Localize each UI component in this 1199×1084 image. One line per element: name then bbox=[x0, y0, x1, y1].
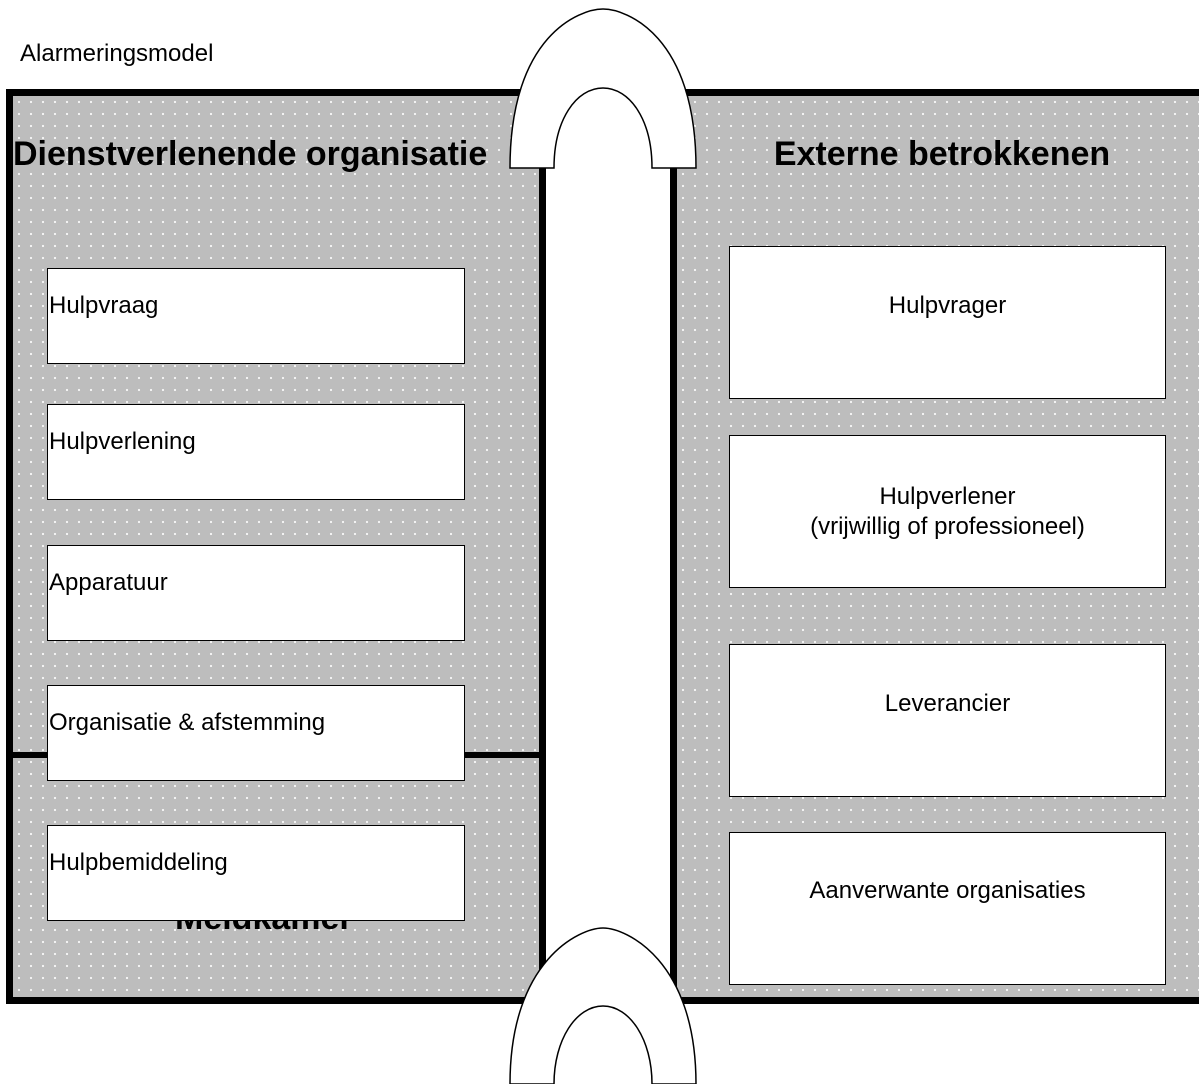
right-panel-heading: Externe betrokkenen bbox=[773, 135, 1111, 173]
left-panel-heading: Dienstverlenende organisatie bbox=[13, 135, 488, 173]
right-item-leverancier: Leverancier bbox=[729, 644, 1166, 797]
left-item-hulpvraag: Hulpvraag bbox=[47, 268, 465, 364]
left-item-hulpverlening: Hulpverlening bbox=[47, 404, 465, 500]
connector-channel bbox=[546, 168, 670, 1004]
right-item-aanverwante-organisaties: Aanverwante organisaties bbox=[729, 832, 1166, 985]
left-item-hulpbemiddeling: Hulpbemiddeling bbox=[47, 825, 465, 921]
right-item-hulpvrager: Hulpvrager bbox=[729, 246, 1166, 399]
left-item-apparatuur: Apparatuur bbox=[47, 545, 465, 641]
left-item-organisatie-afstemming: Organisatie & afstemming bbox=[47, 685, 465, 781]
right-item-hulpverlener: Hulpverlener (vrijwillig of professionee… bbox=[729, 435, 1166, 588]
diagram-title: Alarmeringsmodel bbox=[20, 40, 214, 67]
